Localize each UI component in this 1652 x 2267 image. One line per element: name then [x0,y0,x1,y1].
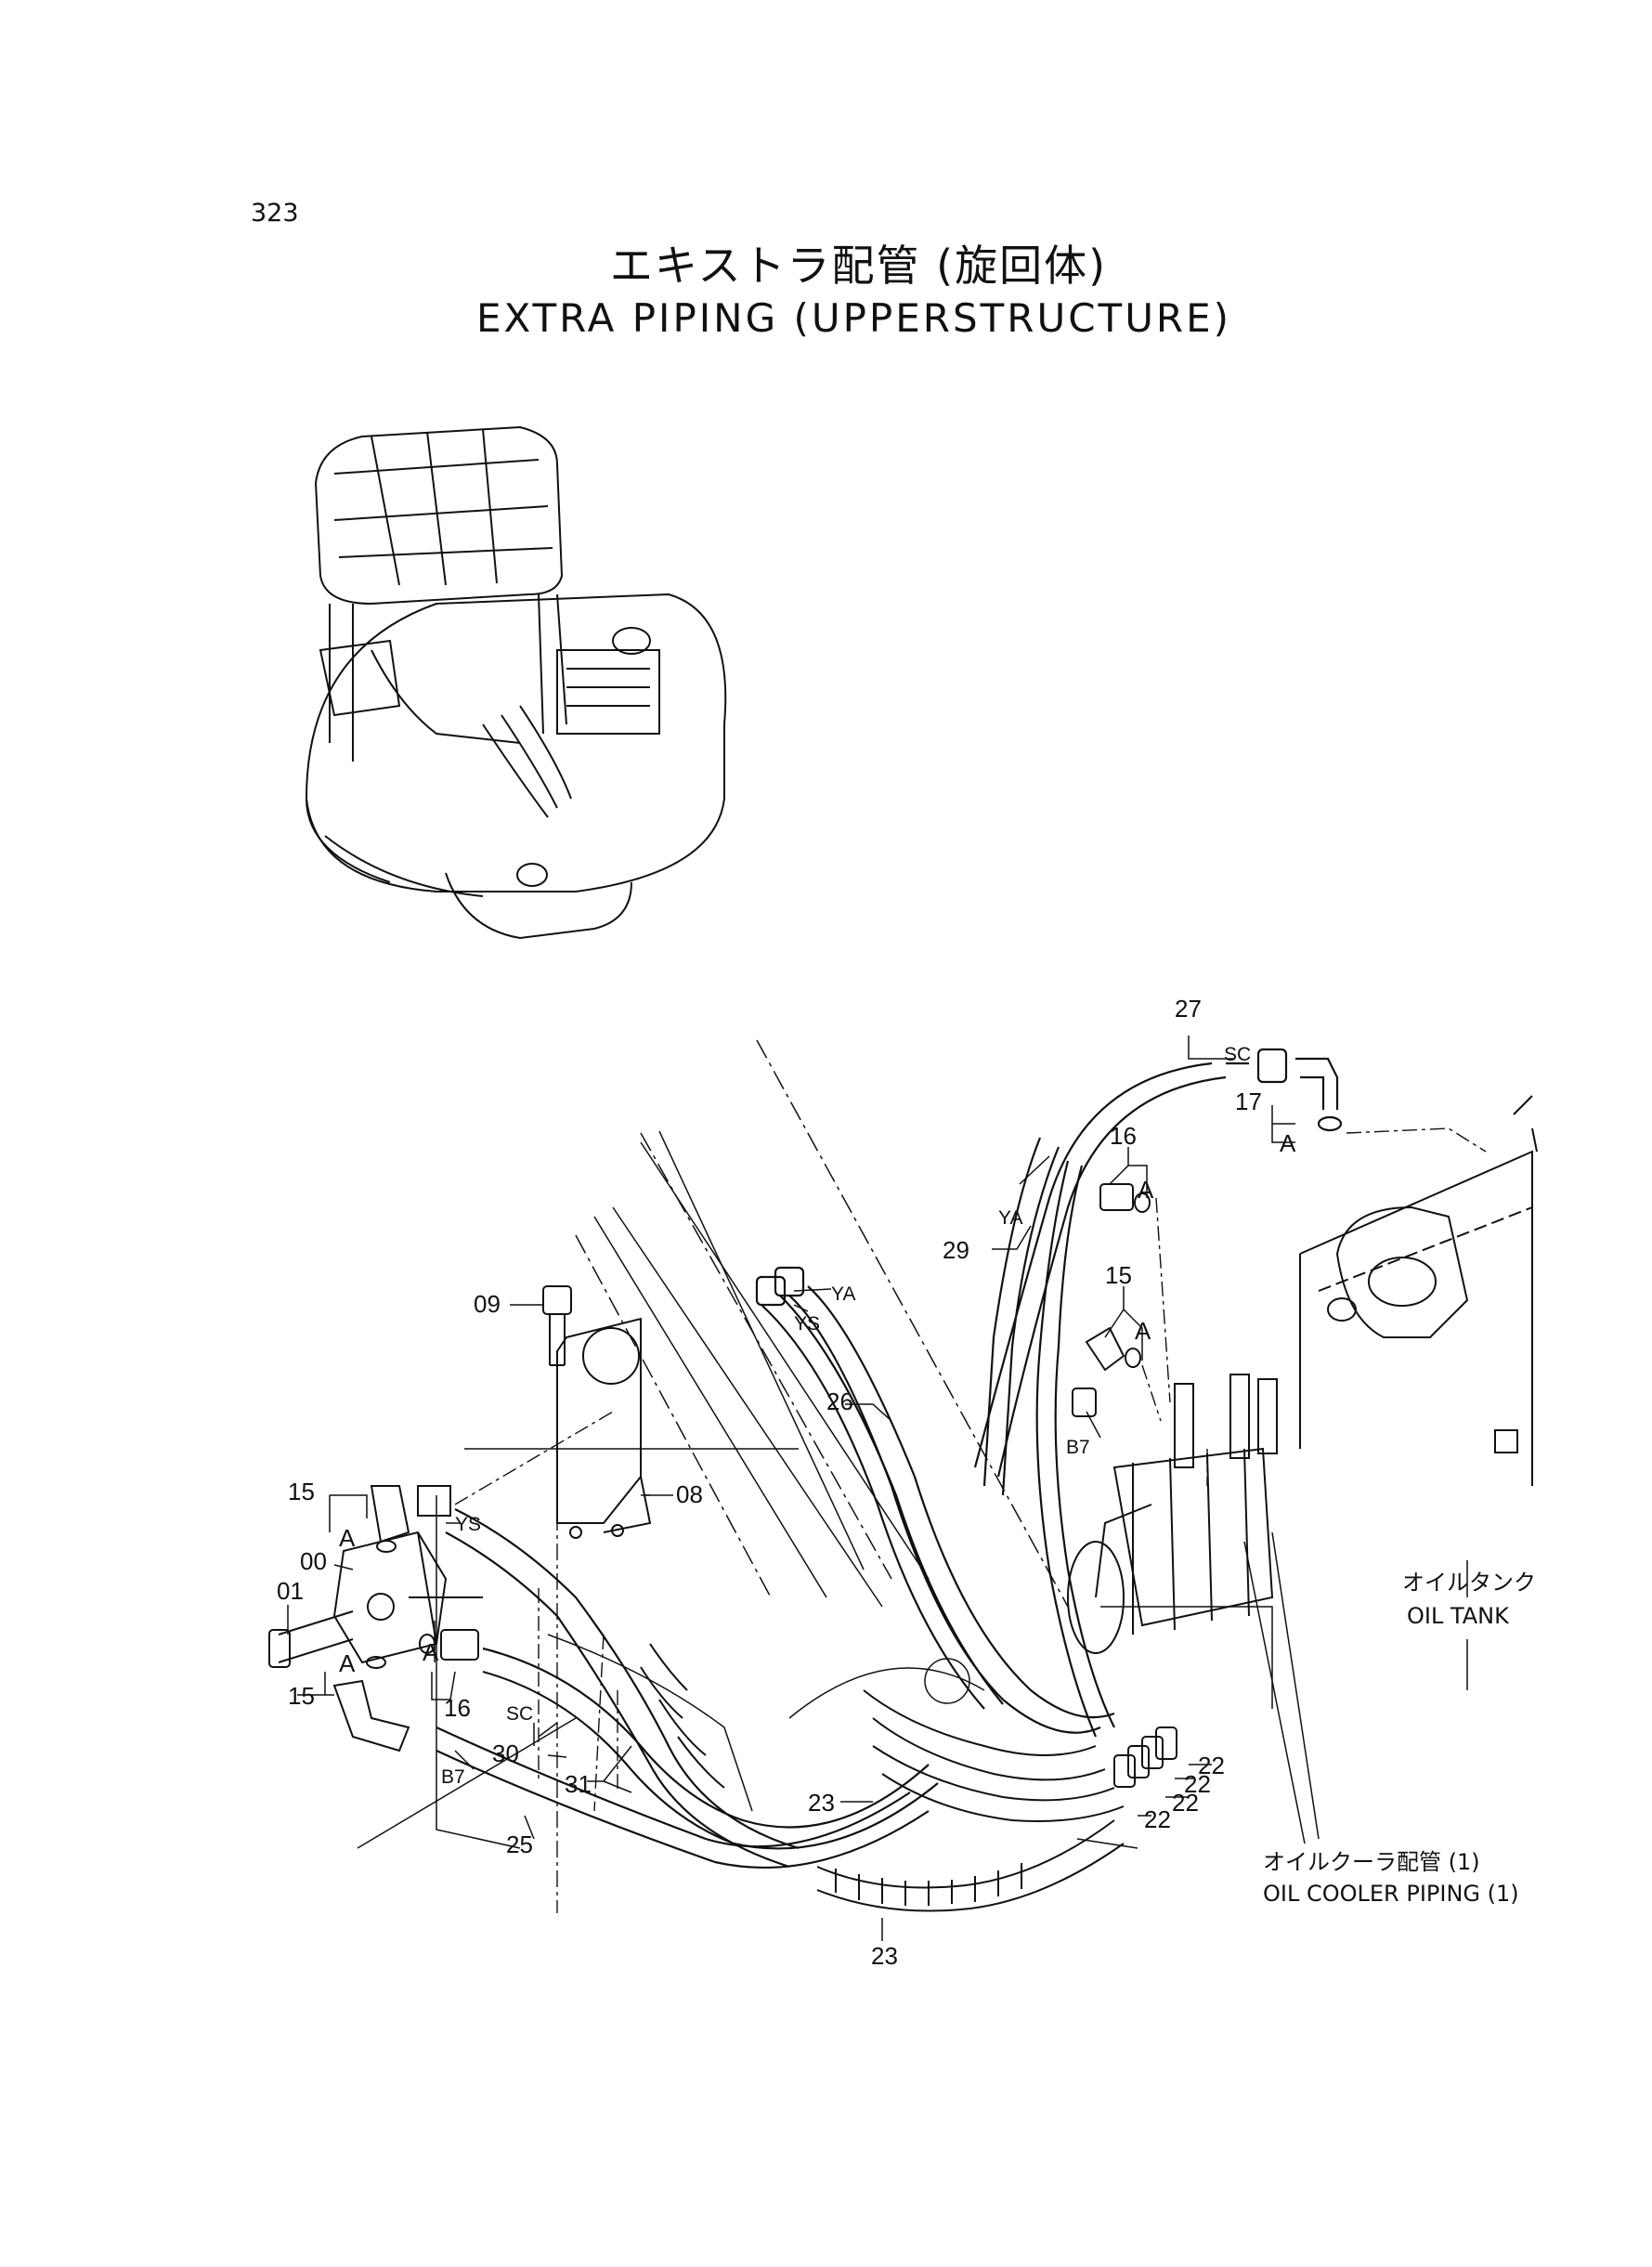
callout-16-lower: 16 [444,1694,471,1722]
callout-ya-1: YA [998,1207,1022,1229]
valve-block-00 [332,1531,483,1664]
callout-00: 00 [300,1547,327,1575]
callout-a-2: A [1138,1176,1154,1204]
callout-ys-2: YS [455,1514,481,1535]
callout-26: 26 [826,1388,853,1415]
fittings-upper-16-15 [1072,1183,1151,1417]
callout-15-left-upper: 15 [288,1478,315,1505]
callout-a-5: A [339,1649,356,1677]
callout-22-c: 22 [1172,1789,1199,1817]
callout-ya-2: YA [831,1283,855,1305]
callout-b7-lower: B7 [441,1766,465,1788]
callout-leaders [287,1036,1468,1941]
fitting-15-upper [370,1485,451,1553]
callout-labels: 27 17 A SC 16 A YA 29 15 A YA YS B7 09 2… [277,995,1296,1970]
fitting-15-lower [332,1656,410,1752]
machine-overview-illustration [305,425,727,940]
callout-sc-2: SC [506,1703,533,1725]
oil-tank-label-ja: オイルタンク [1402,1570,1536,1596]
bolt-01 [268,1610,354,1668]
callout-15-left-lower: 15 [288,1682,315,1710]
assembly-lines [454,1127,1487,1812]
title-english: EXTRA PIPING (UPPERSTRUCTURE) [475,295,1232,341]
oil-cooler-label-ja: オイルクーラ配管 (1) [1263,1849,1480,1875]
control-valve-block [1067,1374,1278,1654]
page-number: 323 [251,199,299,228]
callout-a-4: A [339,1524,356,1552]
fittings-22 [1113,1726,1177,1788]
callout-15-upper: 15 [1105,1261,1132,1289]
hose-sc-left [482,1647,939,1850]
boom-frame-outline [357,1039,1273,1849]
callout-31: 31 [565,1770,592,1798]
callout-ys-1: YS [794,1313,820,1335]
callout-08: 08 [676,1480,703,1508]
callout-22-d: 22 [1144,1805,1171,1833]
callout-sc-1: SC [1224,1044,1251,1065]
spiral-guard-23 [640,1643,1125,1912]
oil-tank [1299,1095,1538,1486]
callout-16-upper: 16 [1110,1122,1137,1150]
callout-a-1: A [1280,1129,1296,1157]
callout-23-lower: 23 [871,1942,898,1970]
hose-25 [436,1726,930,1870]
hose-29-27 [973,1048,1343,1738]
callout-a-6: A [423,1638,439,1666]
callout-25: 25 [506,1831,533,1858]
callout-17: 17 [1235,1088,1262,1115]
bolt-09 [542,1285,572,1913]
callout-22-b: 22 [1184,1770,1211,1798]
callout-29: 29 [943,1236,969,1264]
callout-23-upper: 23 [808,1789,835,1817]
callout-a-3: A [1135,1317,1151,1345]
part-notes: オイルタンク OIL TANK オイルクーラ配管 (1) OIL COOLER … [1263,1570,1536,1907]
title-japanese: エキストラ配管 (旋回体) [609,241,1108,291]
bracket-08 [556,1317,652,1539]
callout-b7-upper: B7 [1066,1437,1090,1458]
hose-26-pair [755,1266,1115,1734]
callout-30: 30 [492,1739,519,1767]
oil-tank-label-en: OIL TANK [1407,1603,1510,1629]
oil-cooler-label-en: OIL COOLER PIPING (1) [1263,1881,1519,1907]
callout-22-a: 22 [1198,1752,1225,1779]
callout-01: 01 [277,1577,304,1605]
hose-ys-left [445,1508,800,1869]
callout-09: 09 [474,1290,501,1318]
callout-27: 27 [1175,995,1202,1023]
